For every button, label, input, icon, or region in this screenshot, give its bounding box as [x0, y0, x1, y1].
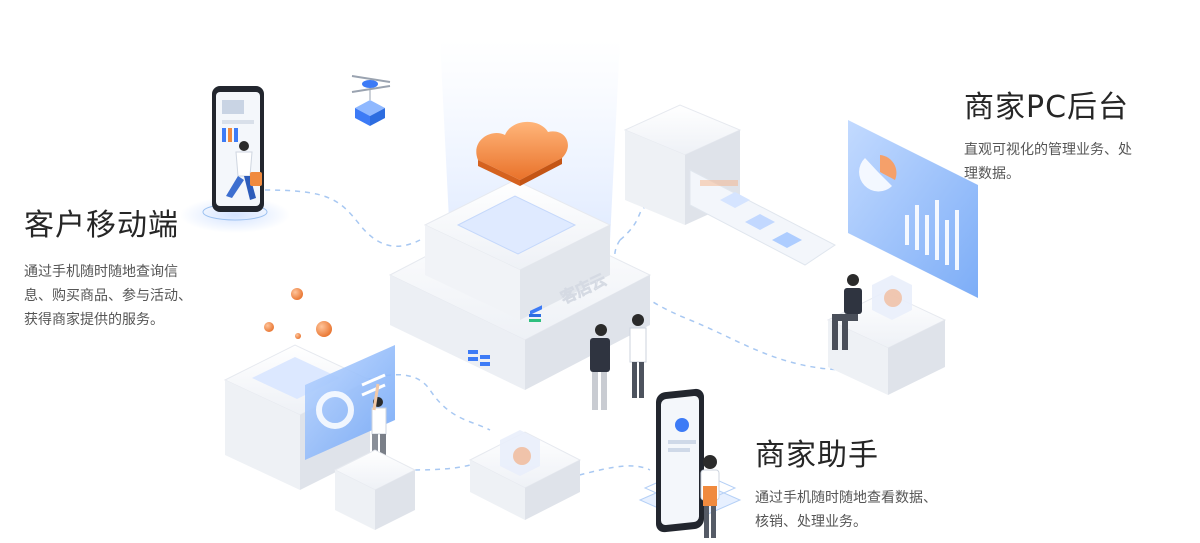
section-description: 通过手机随时随地查询信 息、购买商品、参与活动、 获得商家提供的服务。 — [24, 260, 224, 332]
desc-line: 理数据。 — [964, 166, 1020, 182]
small-box-left — [333, 449, 417, 530]
section-merchant-pc: 商家PC后台 直观可视化的管理业务、处 理数据。 — [964, 82, 1164, 186]
chart-screen-left — [305, 345, 395, 460]
desc-line: 直观可视化的管理业务、处 — [964, 142, 1132, 158]
drone-icon — [351, 75, 391, 126]
main-server: 客店云 — [388, 179, 652, 390]
customer-phone — [180, 86, 290, 233]
woman-figure — [700, 455, 720, 538]
desc-line: 获得商家提供的服务。 — [24, 312, 164, 328]
server-logo-icon — [529, 314, 541, 322]
desc-line: 通过手机随时随地查询信 — [24, 264, 178, 280]
assistant-phone — [638, 388, 742, 533]
section-merchant-assistant: 商家助手 通过手机随时随地查看数据、 核销、处理业务。 — [755, 430, 975, 534]
seated-man — [832, 274, 862, 350]
server-port-icon — [468, 350, 490, 366]
section-customer-mobile: 客户移动端 通过手机随时随地查询信 息、购买商品、参与活动、 获得商家提供的服务… — [24, 200, 224, 332]
section-title: 商家PC后台 — [964, 90, 1130, 125]
conveyor-machine — [623, 104, 836, 266]
center-box — [468, 430, 582, 520]
section-description: 通过手机随时随地查看数据、 核销、处理业务。 — [755, 486, 975, 534]
desc-line: 息、购买商品、参与活动、 — [24, 288, 192, 304]
section-title: 客户移动端 — [24, 208, 179, 243]
section-description: 直观可视化的管理业务、处 理数据。 — [964, 138, 1164, 186]
desc-line: 通过手机随时随地查看数据、 — [755, 490, 937, 506]
section-title: 商家助手 — [755, 438, 879, 473]
business-people — [590, 314, 647, 410]
desc-line: 核销、处理业务。 — [755, 514, 867, 530]
pc-chart-screen — [848, 120, 978, 298]
cloud-icon — [476, 121, 568, 186]
